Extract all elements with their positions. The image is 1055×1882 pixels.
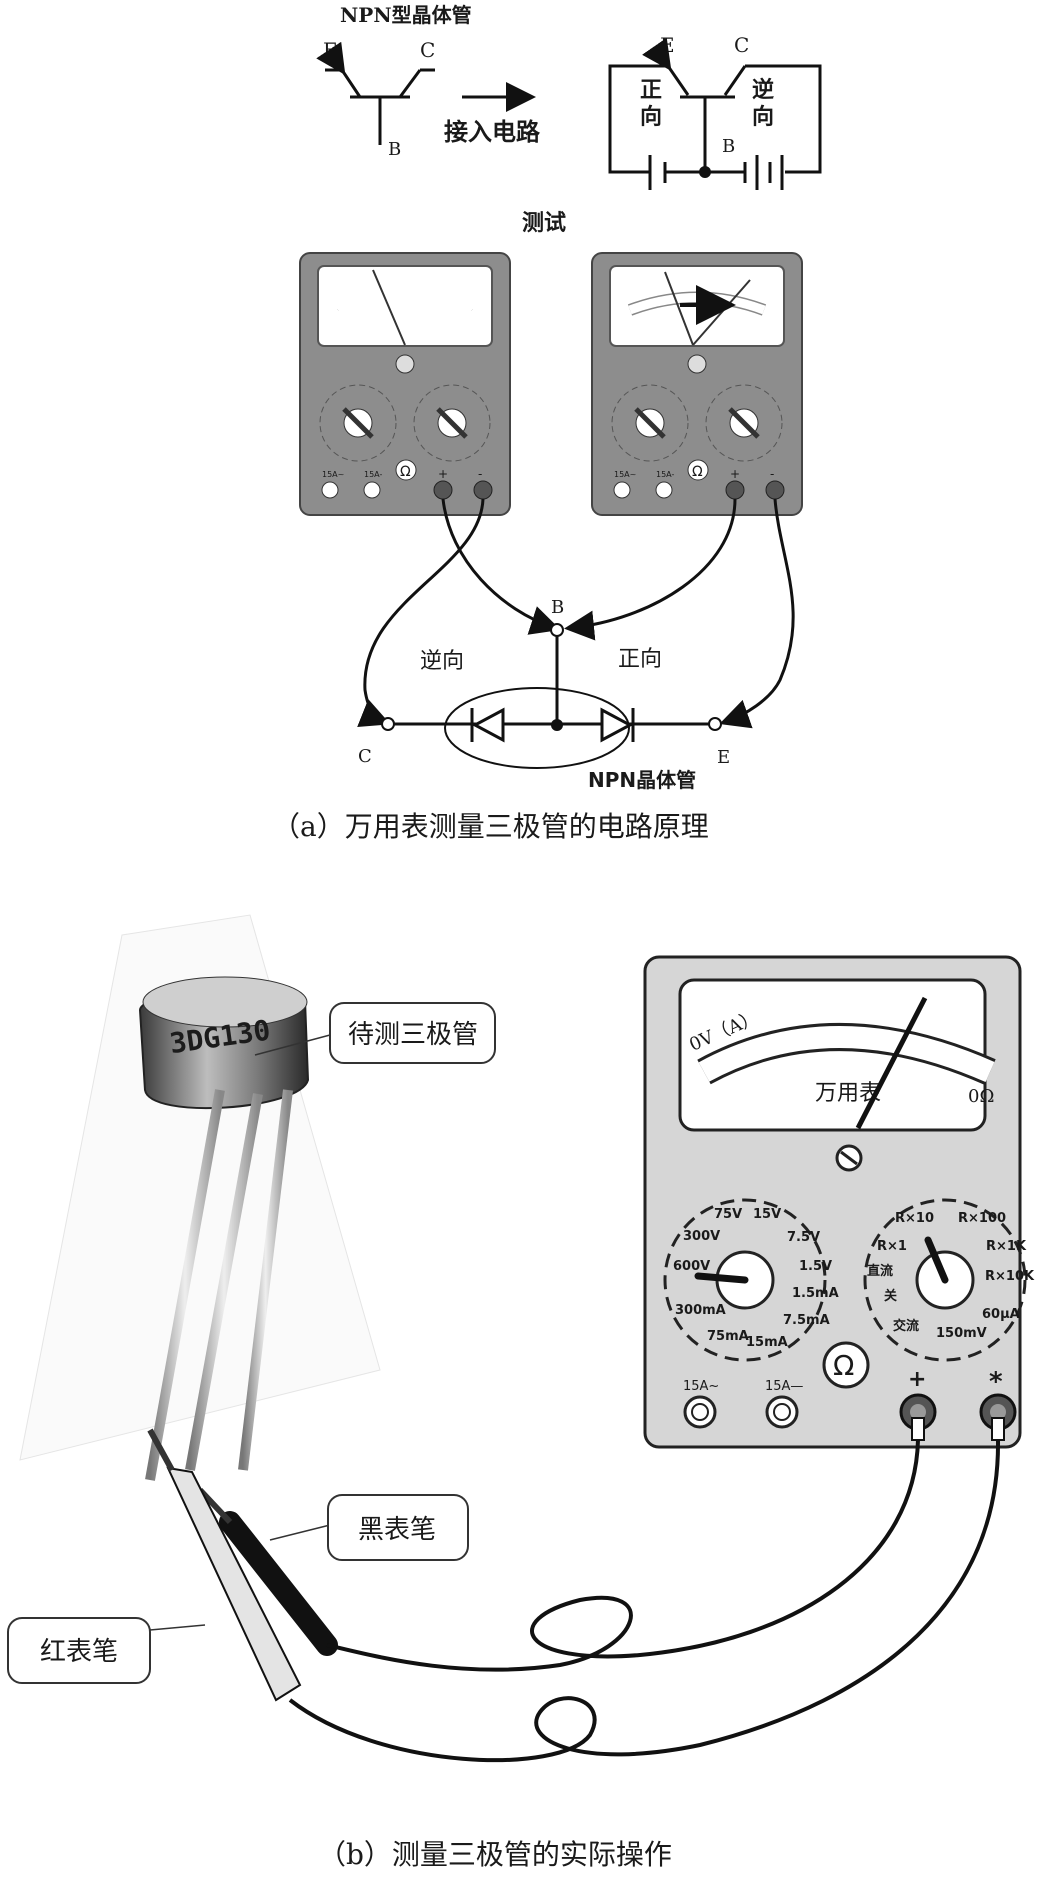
black-probe	[219, 1511, 338, 1656]
right-dial-8: 交流	[893, 1318, 919, 1334]
meter-ohm-symbol: Ω	[833, 1349, 854, 1382]
callouts: 待测三极管 黑表笔 红表笔	[7, 1002, 496, 1684]
symbol-label-b: B	[388, 139, 401, 160]
small-meter-right: Ω 15A~ 15A- + -	[591, 252, 803, 516]
small-meter-left-ohm: Ω	[400, 464, 411, 480]
small-meter-right-ac: 15A~	[614, 470, 636, 479]
right-dial-4: 直流	[867, 1263, 893, 1279]
right-dial-2: R×1	[877, 1239, 907, 1254]
junction-label-e: E	[717, 747, 730, 768]
test-circuit: E C B 正 向 逆 向	[608, 33, 822, 190]
meter-needle	[855, 996, 928, 1130]
small-meter-left-ac: 15A~	[322, 470, 344, 479]
small-meter-left-minus: -	[478, 467, 482, 481]
diode-bc	[471, 707, 505, 743]
symbol-label-e: E	[323, 38, 338, 62]
right-dial-5: R×10K	[985, 1269, 1035, 1284]
junction-label-b: B	[551, 597, 564, 618]
diode-be	[600, 707, 634, 743]
left-dial-ring	[663, 1198, 827, 1362]
transistor-photo: 3DG130	[19, 914, 381, 1481]
left-dial-2: 300V	[683, 1229, 720, 1244]
right-dial-0: R×10	[895, 1211, 934, 1226]
left-dial-6: 1.5mA	[792, 1286, 839, 1301]
right-dial-ring	[863, 1198, 1027, 1362]
small-meter-left-dc: 15A-	[364, 470, 382, 479]
jack-dc	[765, 1395, 799, 1429]
left-dial-4: 600V	[673, 1259, 710, 1274]
needle-left	[372, 269, 406, 346]
connect-arrow: 接入电路	[444, 82, 541, 146]
left-dial-10: 15mA	[746, 1335, 788, 1350]
scale-right: 0Ω	[968, 1086, 994, 1107]
circuit-label-e: E	[660, 33, 675, 57]
probes	[147, 1428, 338, 1702]
circuit-label-c: C	[734, 33, 749, 57]
multimeter: 0V（A） 0Ω 万用表 75V 15V 300V 7.5V 600V 1.5V…	[643, 955, 1035, 1449]
left-dial-0: 75V	[714, 1207, 742, 1222]
test-leads	[288, 1439, 1001, 1763]
right-dial-9: 150mV	[936, 1326, 987, 1341]
jack-com-label: *	[989, 1367, 1003, 1397]
circuit-forward-1: 正	[640, 78, 662, 103]
symbol-label-c: C	[420, 38, 435, 62]
right-dial-1: R×100	[958, 1211, 1006, 1226]
circuit-label-b: B	[722, 136, 735, 157]
probe-leads-a	[357, 498, 795, 729]
callout-black-box	[327, 1494, 469, 1561]
circuit-forward-2: 向	[640, 104, 662, 130]
small-meter-right-minus: -	[770, 467, 774, 481]
circuit-reverse-2: 向	[752, 104, 774, 130]
small-meter-right-dc: 15A-	[656, 470, 674, 479]
left-dial-pointer	[694, 1272, 749, 1284]
left-dial-9: 75mA	[707, 1329, 749, 1344]
junction-diagram: B C E 逆向 正向 NPN晶体管	[358, 597, 730, 792]
test-label: 测试	[522, 211, 566, 236]
right-dial-3: R×1K	[986, 1239, 1027, 1254]
left-dial-7: 300mA	[675, 1303, 726, 1318]
callout-transistor: 待测三极管	[348, 1020, 478, 1050]
right-dial-6: 关	[884, 1288, 897, 1304]
junction-label-c: C	[358, 746, 372, 767]
caption-a: （a）万用表测量三极管的电路原理	[272, 810, 709, 843]
jack-ac-label: 15A~	[683, 1379, 719, 1394]
jack-dc-label: 15A—	[765, 1379, 803, 1394]
left-dial-1: 15V	[753, 1207, 781, 1222]
callout-transistor-box	[329, 1002, 496, 1064]
right-dial-pointer	[924, 1236, 949, 1284]
right-dial-7: 60μA	[982, 1307, 1020, 1322]
left-dial-5: 1.5V	[799, 1259, 832, 1274]
small-meter-right-ohm: Ω	[692, 464, 703, 480]
left-dial-8: 7.5mA	[783, 1313, 830, 1328]
npn-symbol: NPN型晶体管 E C B	[316, 3, 472, 160]
npn-title: NPN型晶体管	[340, 3, 472, 27]
left-dial-3: 7.5V	[787, 1230, 820, 1245]
junction-forward-label: 正向	[618, 647, 662, 672]
jack-plus-label: +	[908, 1367, 926, 1392]
caption-b: （b）测量三极管的实际操作	[318, 1838, 672, 1871]
callout-red-probe: 红表笔	[40, 1637, 118, 1667]
callout-black-probe: 黑表笔	[358, 1515, 436, 1545]
jack-ac	[683, 1395, 717, 1429]
junction-reverse-label: 逆向	[420, 649, 464, 674]
callout-red-box	[7, 1617, 151, 1684]
circuit-reverse-1: 逆	[752, 77, 774, 103]
junction-npn-label: NPN晶体管	[588, 768, 696, 792]
small-meter-left-plus: +	[438, 467, 448, 481]
red-probe	[166, 1466, 302, 1702]
connect-arrow-label: 接入电路	[444, 118, 541, 146]
small-meter-right-plus: +	[730, 467, 740, 481]
small-meter-left: Ω 15A~ 15A- + -	[299, 252, 511, 516]
